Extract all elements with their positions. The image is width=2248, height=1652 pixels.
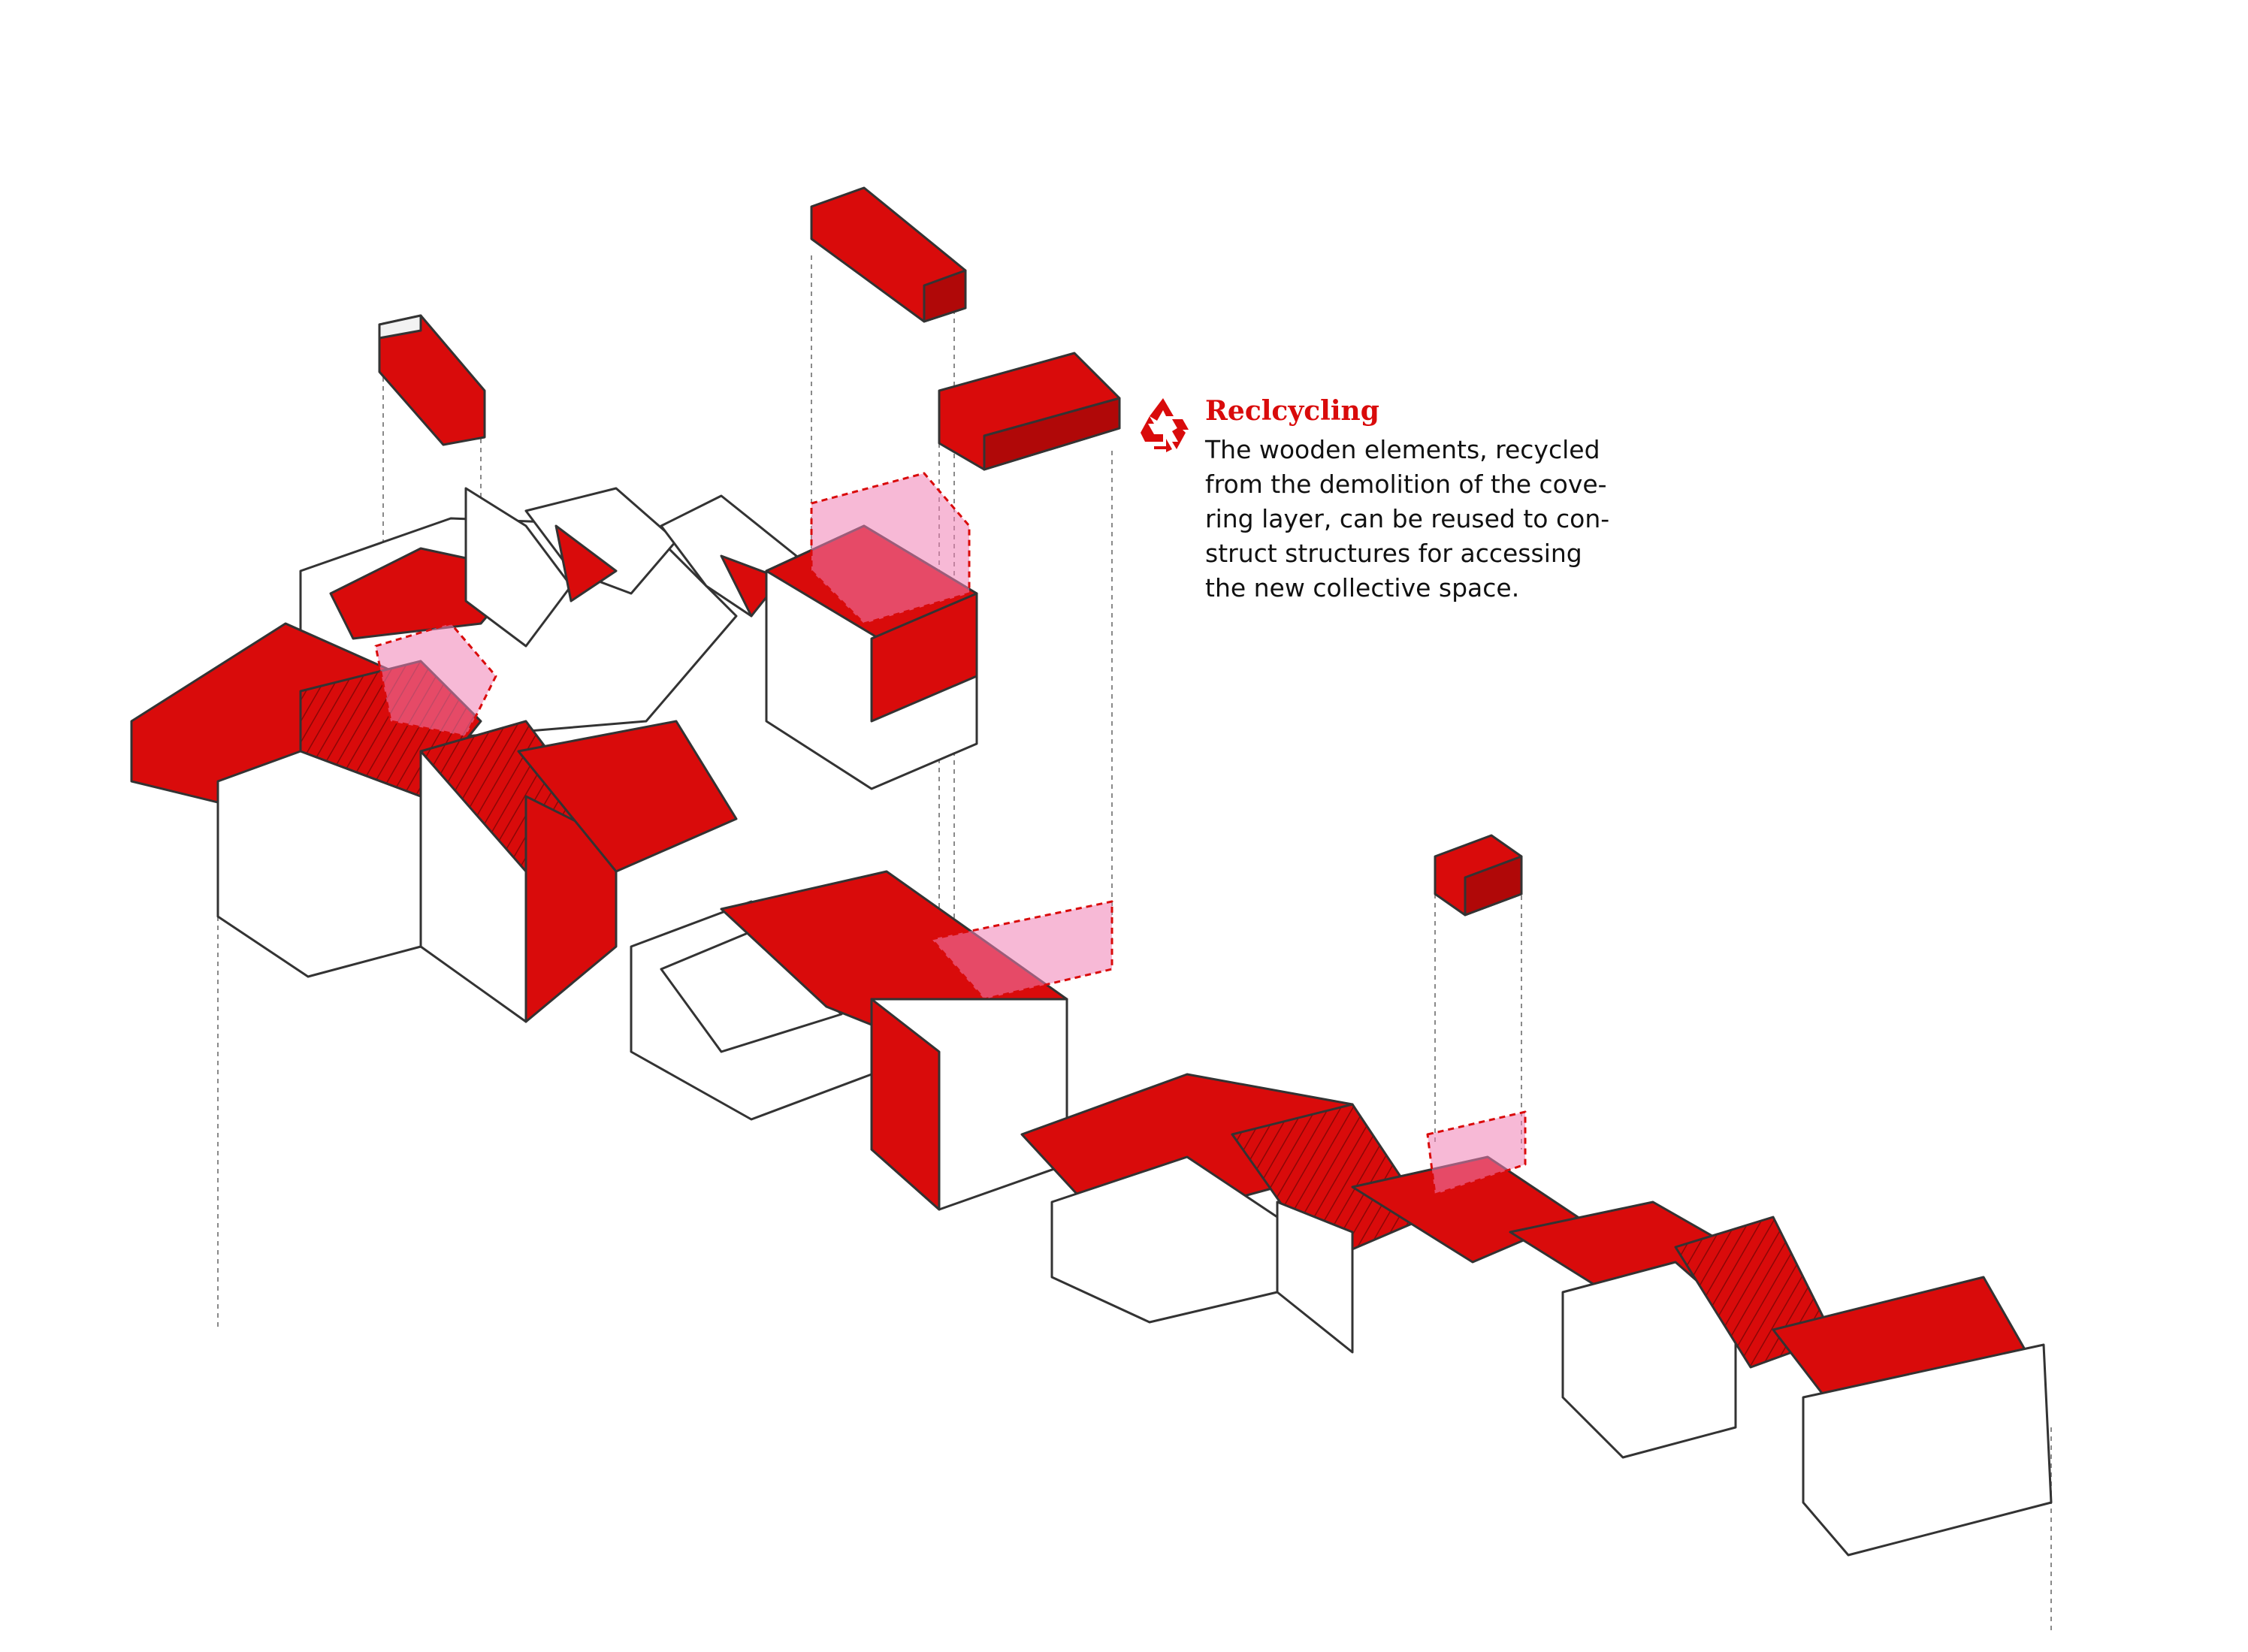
module-3 (938, 352, 1121, 471)
lower-terraces (1020, 1073, 2053, 1557)
module-1 (378, 314, 486, 446)
middle-houses (630, 870, 1113, 1211)
floating-modules (378, 186, 1523, 917)
module-2 (810, 186, 967, 323)
annotation-body: The wooden elements, recycled from the d… (1205, 435, 1610, 603)
upper-house-cluster (299, 472, 978, 790)
recycle-icon (1141, 398, 1189, 452)
annotation-title: Reclcycling (1205, 395, 1379, 427)
module-4 (1434, 834, 1523, 917)
left-building (130, 622, 738, 1023)
